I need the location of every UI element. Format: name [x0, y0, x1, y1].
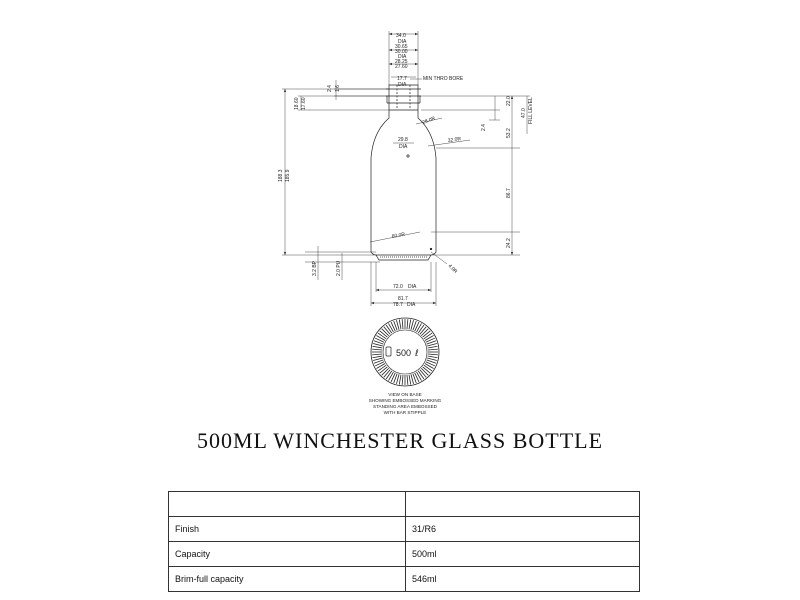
dim-body-dia-max: 81.7 — [398, 296, 408, 302]
dim-body-section: 86.7 — [506, 188, 512, 198]
base-caption-line-2: SHOWING EMBOSSED MARKING — [369, 398, 442, 403]
dim-shoulder-radius: 28.0R — [422, 116, 437, 126]
dim-fill-level-value: 47.0 — [521, 108, 527, 118]
table-cell-value: 31/R6 — [405, 516, 640, 542]
base-view: 500 ℓ — [370, 317, 440, 387]
dim-finish-h-min: 17.60 — [301, 97, 307, 110]
dim-top-section: 22.0 — [506, 96, 512, 106]
table-row — [168, 491, 640, 517]
table-row: Finish 31/R6 — [168, 516, 640, 542]
dim-bore-unit: DIA — [398, 82, 407, 88]
table-cell-value — [405, 491, 640, 517]
base-symbol: ℓ — [414, 349, 419, 359]
dim-body-radius: 32.0R — [447, 136, 461, 144]
table-cell-value: 500ml — [405, 541, 640, 567]
dim-thread-min: 30.00 — [395, 49, 408, 55]
dim-finish-h-max: 18.60 — [294, 97, 300, 110]
dim-neck-base-unit: DIA — [399, 144, 408, 150]
table-cell-label: Capacity — [168, 541, 406, 567]
dim-heel-radius: 4.0R — [447, 263, 459, 275]
dim-fill-level-label: FILL LEVEL — [528, 97, 534, 124]
dim-base-radius: 60.0R — [391, 232, 406, 240]
dim-thread-max: 30.65 — [395, 44, 408, 50]
dim-base-push: 2.0 PU — [336, 260, 342, 276]
dim-heel-section: 24.2 — [506, 238, 512, 248]
dim-base-dia: 72.0 — [393, 284, 403, 290]
dim-lip-a: 2.4 — [327, 85, 333, 92]
dim-base-dia-unit: DIA — [408, 284, 417, 290]
technical-drawing: 34.0 DIA 30.65 30.00 DIA 28.25 27.60 17.… — [278, 31, 534, 415]
dim-neck-base-dia: 29.8 — [398, 137, 408, 143]
dim-body-dia-unit: DIA — [407, 302, 416, 308]
dim-bead-max: 28.25 — [395, 59, 408, 65]
dim-bead-min: 27.60 — [395, 64, 408, 70]
page-title: 500ML WINCHESTER GLASS BOTTLE — [196, 428, 604, 453]
table-row: Brim-full capacity 546ml — [168, 566, 640, 592]
base-caption-line-3: STANDING AREA EMBOSSED — [373, 404, 438, 409]
base-caption-line-4: WITH BAR STIPPLE — [384, 410, 427, 415]
dim-base-recess: 3.2 BP — [312, 260, 318, 276]
dim-body-dia-min: 78.7 — [393, 302, 403, 308]
dim-shoulder-step: 2.4 — [481, 124, 487, 131]
dim-bore-note: MIN THRO BORE — [423, 76, 464, 82]
dim-thread-unit: DIA — [398, 54, 407, 60]
recycle-icon — [385, 346, 392, 357]
dim-overall-h-min: 185.9 — [285, 169, 291, 182]
table-cell-label: Finish — [168, 516, 406, 542]
bottle-outline — [370, 84, 437, 256]
table-cell-label: Brim-full capacity — [168, 566, 406, 592]
dim-overall-h-max: 188.3 — [278, 169, 284, 182]
dim-upper-section: 53.2 — [506, 128, 512, 138]
table-cell-value: 546ml — [405, 566, 640, 592]
base-caption-line-1: VIEW ON BASE — [388, 392, 421, 397]
table-cell-label — [168, 491, 406, 517]
dim-lip-b: 1.6 — [335, 85, 341, 92]
spec-table: Finish 31/R6 Capacity 500ml Brim-full ca… — [168, 491, 640, 592]
dim-neck-outer-dia: 34.0 — [396, 33, 406, 39]
dim-bore: 17.7 — [397, 76, 407, 82]
dim-neck-outer-dia-unit: DIA — [398, 39, 407, 45]
base-marking: 500 — [396, 348, 411, 358]
table-row: Capacity 500ml — [168, 541, 640, 567]
